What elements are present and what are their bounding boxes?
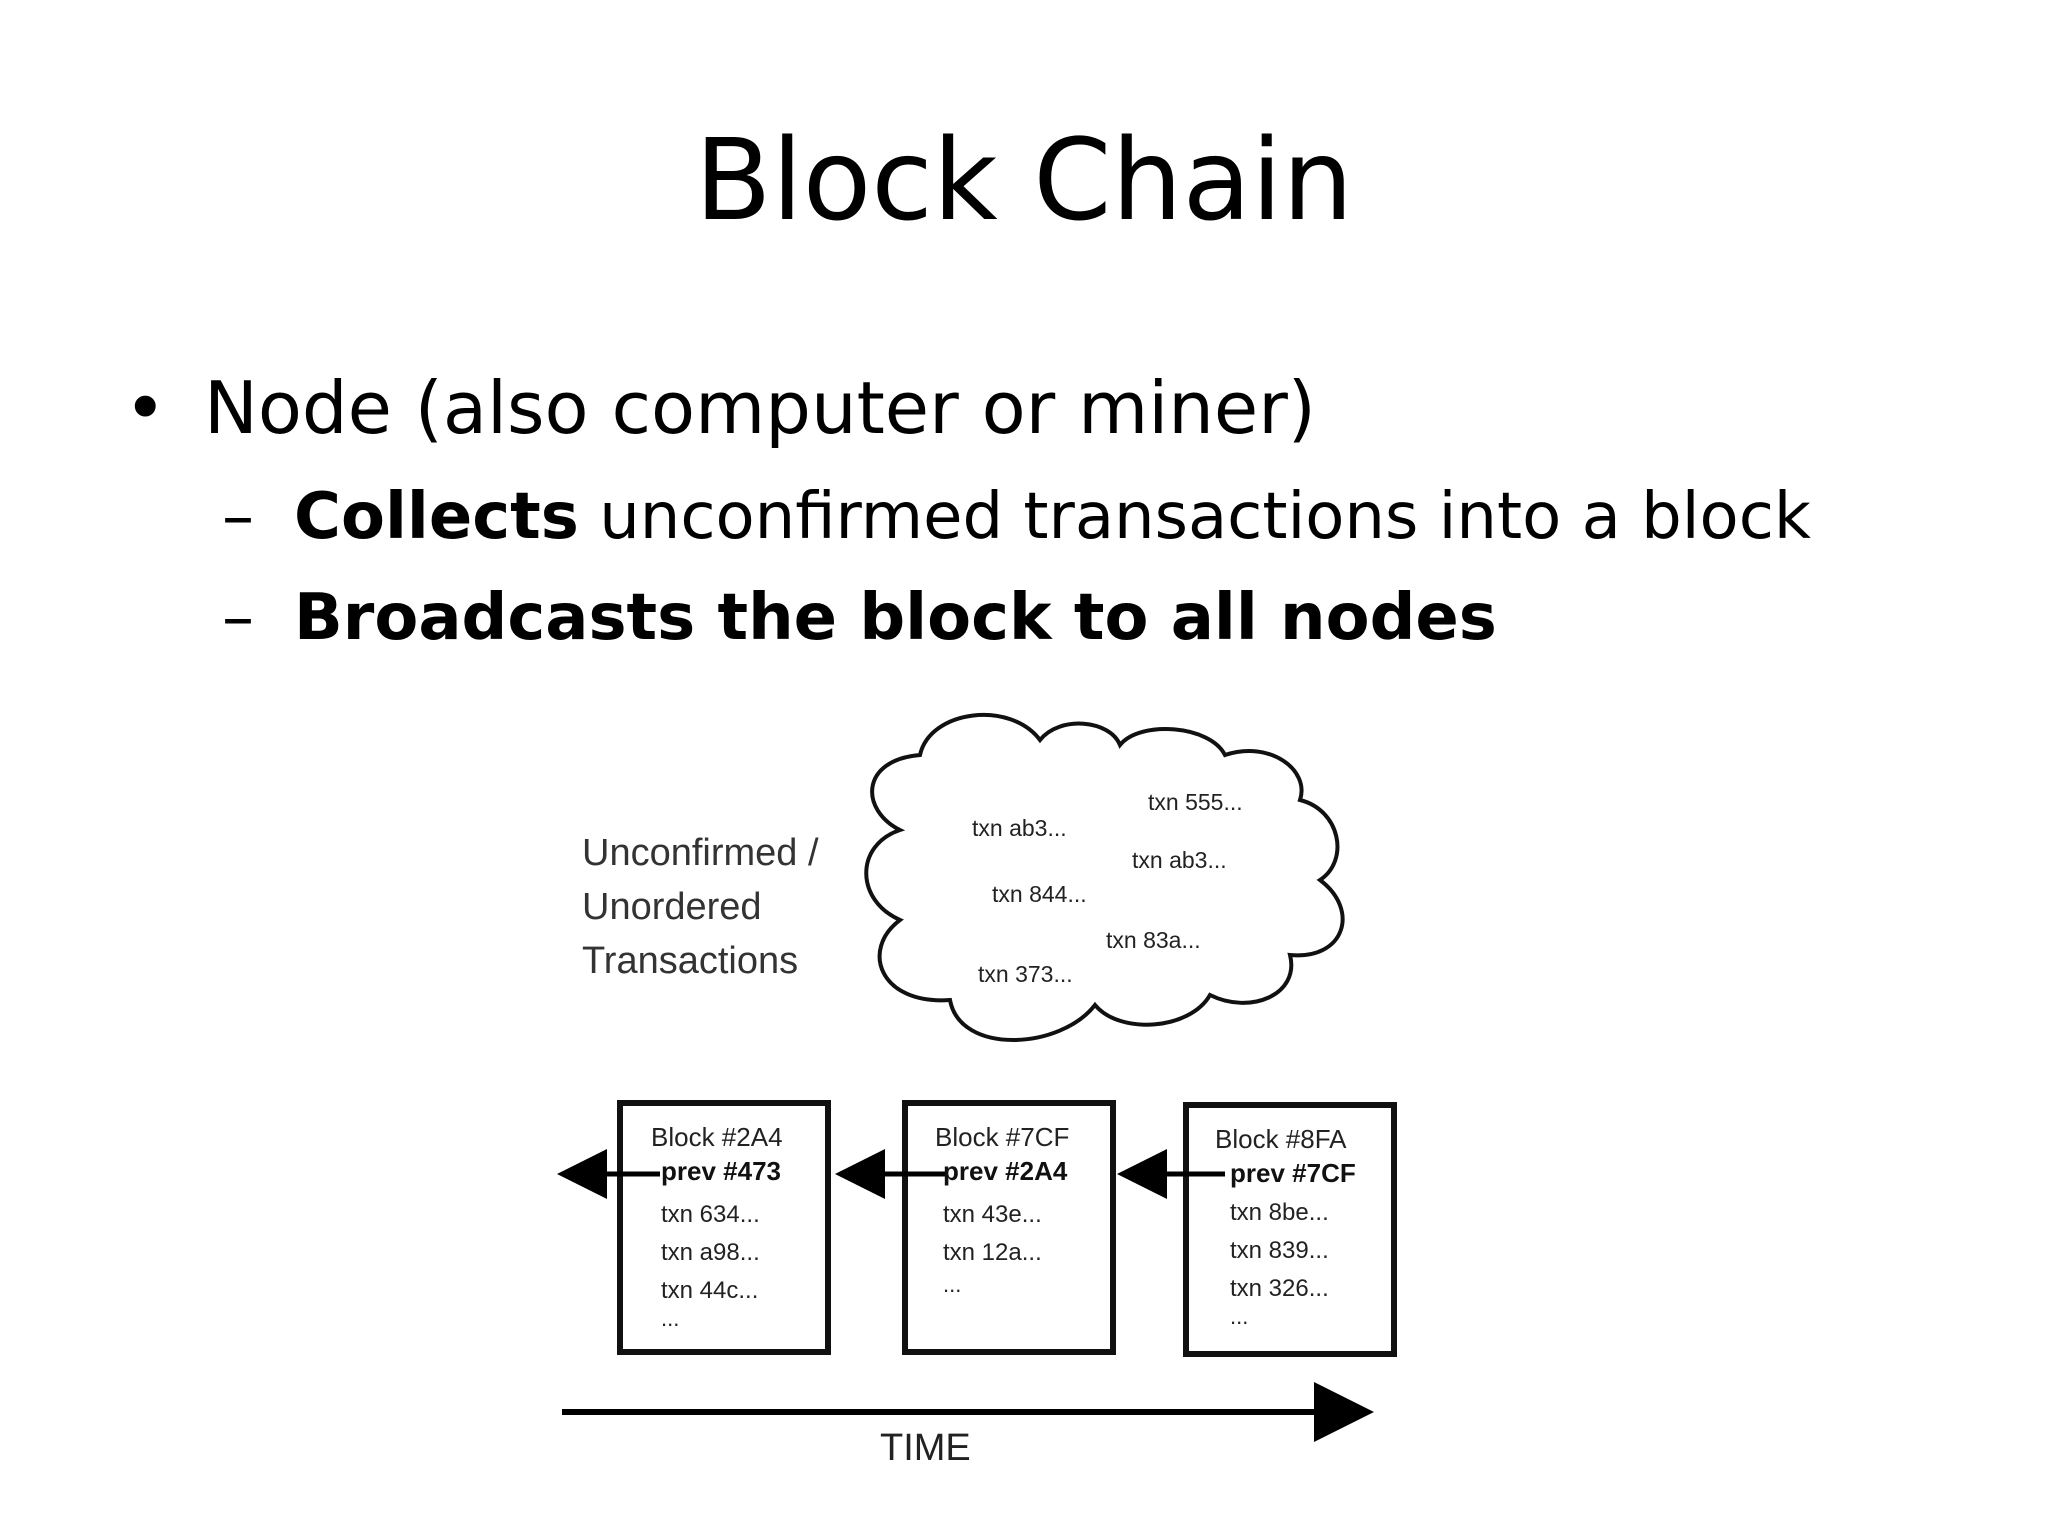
cloud-txn: txn ab3... (972, 815, 1067, 841)
block-box (902, 1100, 1116, 1355)
block-name: Block #7CF (935, 1122, 1069, 1152)
block-txn: ... (661, 1306, 679, 1331)
block-txn: txn 12a... (943, 1239, 1042, 1266)
bullet-marker: • (124, 366, 167, 450)
block-txn: txn 44c... (661, 1277, 758, 1304)
sub-bullet-text: Collects unconfirmed transactions into a… (294, 485, 1811, 549)
cloud-txn: txn ab3... (1132, 847, 1227, 873)
pool-label-line: Unconfirmed / (582, 832, 819, 874)
pool-label-line: Transactions (582, 940, 798, 982)
block-prev: prev #473 (661, 1156, 781, 1186)
block-txn: txn 8be... (1230, 1199, 1329, 1226)
block-prev: prev #2A4 (943, 1156, 1068, 1186)
cloud-txn: txn 844... (992, 881, 1087, 907)
block-name: Block #8FA (1215, 1124, 1347, 1154)
pool-label: Unconfirmed / Unordered Transactions (582, 832, 819, 982)
bullet-text: Node (also computer or miner) (204, 366, 1316, 450)
sub-bullet-marker: – (222, 480, 254, 554)
block-txn: txn 634... (661, 1201, 760, 1228)
pool-label-line: Unordered (582, 886, 762, 928)
block-prev: prev #7CF (1230, 1158, 1356, 1188)
cloud-txn: txn 373... (978, 961, 1073, 987)
transaction-cloud (864, 712, 1345, 1042)
block-box (617, 1100, 831, 1355)
block-txn: ... (943, 1272, 961, 1297)
sub-bullet-bold: Collects (294, 480, 579, 554)
block-8fa: Block #8FA prev #7CF txn 8be... txn 839.… (1183, 1102, 1397, 1357)
cloud-transactions: txn ab3... txn 555... txn ab3... txn 844… (972, 789, 1243, 987)
block-txn: txn 839... (1230, 1237, 1329, 1264)
block-name: Block #2A4 (651, 1122, 783, 1152)
sub-bullet-marker: – (222, 581, 254, 655)
time-label: TIME (880, 1427, 971, 1469)
sub-bullet-rest: unconfirmed transactions into a block (578, 480, 1811, 554)
block-txn: txn 43e... (943, 1201, 1042, 1228)
block-2a4: Block #2A4 prev #473 txn 634... txn a98.… (617, 1100, 831, 1355)
cloud-txn: txn 83a... (1106, 927, 1201, 953)
block-txn: txn 326... (1230, 1275, 1329, 1302)
slide-title: Block Chain (694, 116, 1354, 246)
block-box (1183, 1102, 1397, 1357)
sub-bullet-bold: Broadcasts the block to all nodes (294, 581, 1497, 655)
block-7cf: Block #7CF prev #2A4 txn 43e... txn 12a.… (902, 1100, 1116, 1355)
sub-bullet-text: Broadcasts the block to all nodes (294, 586, 1497, 650)
cloud-txn: txn 555... (1148, 789, 1243, 815)
block-txn: ... (1230, 1304, 1248, 1329)
block-txn: txn a98... (661, 1239, 760, 1266)
